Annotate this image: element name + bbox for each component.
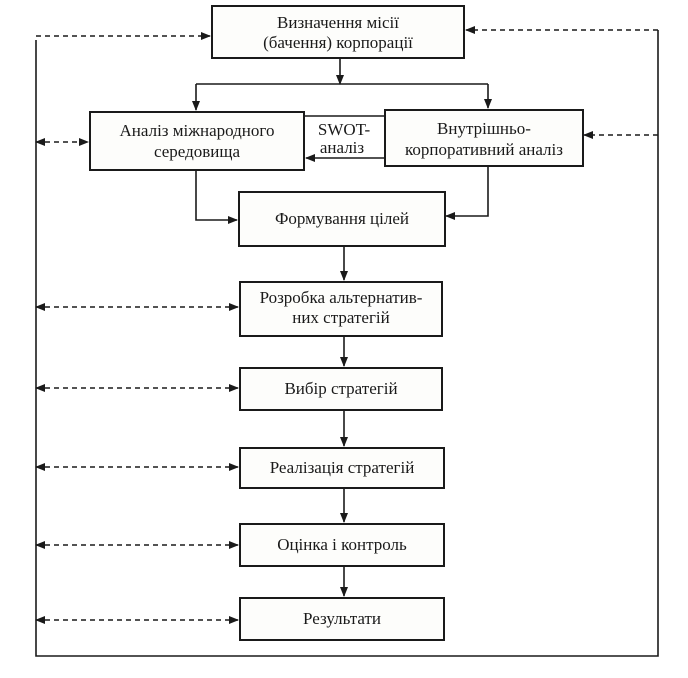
swot-label-line1: SWOT- bbox=[318, 120, 371, 139]
mission-box: Визначення місії (бачення) корпорації bbox=[211, 5, 465, 59]
strategy-choice-label: Вибір стратегій bbox=[284, 379, 397, 398]
strategy-choice-box: Вибір стратегій bbox=[239, 367, 443, 411]
international-analysis-box: Аналіз міжнародного середовища bbox=[89, 111, 305, 171]
results-box: Результати bbox=[239, 597, 445, 641]
internal-analysis-box: Внутрішньо- корпоративний аналіз bbox=[384, 109, 584, 167]
alternatives-box-line2: них стратегій bbox=[292, 308, 390, 327]
evaluation-label: Оцінка і контроль bbox=[277, 535, 407, 554]
results-label: Результати bbox=[303, 609, 381, 628]
internal-analysis-line1: Внутрішньо- bbox=[437, 119, 531, 138]
evaluation-box: Оцінка і контроль bbox=[239, 523, 445, 567]
alternatives-box: Розробка альтернатив- них стратегій bbox=[239, 281, 443, 337]
goals-box-label: Формування цілей bbox=[275, 209, 409, 228]
strategy-implementation-box: Реалізація стратегій bbox=[239, 447, 445, 489]
international-analysis-line1: Аналіз міжнародного bbox=[120, 121, 275, 140]
internal-analysis-line2: корпоративний аналіз bbox=[405, 140, 563, 159]
mission-box-line1: Визначення місії bbox=[277, 13, 399, 32]
flow-international-to-goals bbox=[195, 170, 238, 224]
mission-box-line2: (бачення) корпорації bbox=[263, 33, 413, 52]
swot-label-line2: аналіз bbox=[320, 138, 365, 157]
feedback-loop-line bbox=[35, 30, 659, 657]
international-analysis-line2: середовища bbox=[154, 142, 240, 161]
alternatives-box-line1: Розробка альтернатив- bbox=[260, 288, 423, 307]
strategy-implementation-label: Реалізація стратегій bbox=[270, 458, 415, 477]
flow-internal-to-goals bbox=[445, 166, 489, 220]
goals-box: Формування цілей bbox=[238, 191, 446, 247]
